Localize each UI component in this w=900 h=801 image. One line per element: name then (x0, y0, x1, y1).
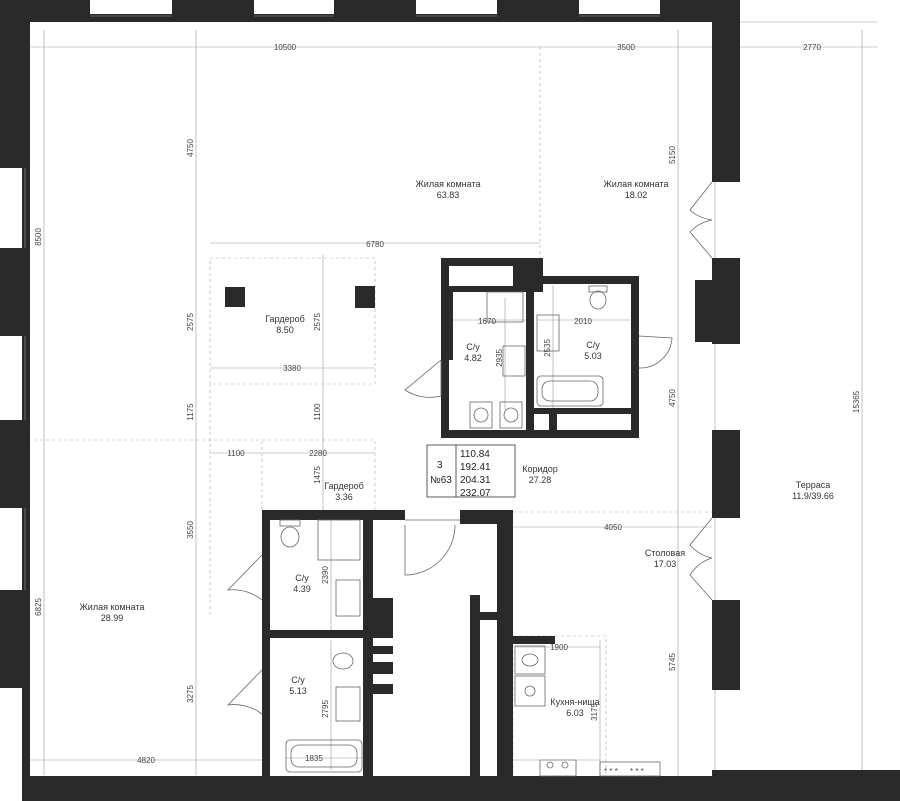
terrace-window-box (695, 280, 740, 342)
dim-v1475: 1475 (313, 466, 322, 484)
dim-left-upper: 8500 (34, 228, 43, 246)
dim-v15365: 15365 (852, 390, 861, 413)
room-bath-left1-area: 4.39 (293, 584, 311, 594)
dim-h1835: 1835 (305, 754, 323, 763)
column-right (355, 286, 375, 308)
room-living-main-name: Жилая комната (415, 179, 480, 189)
dim-v4750-right: 4750 (668, 389, 677, 407)
room-living-right-name: Жилая комната (603, 179, 668, 189)
apartment-info-box: 3 №63 110.84 192.41 204.31 232.07 (426, 444, 516, 499)
dim-h1900: 1900 (550, 643, 568, 652)
room-bath-left2-name: С/у (291, 675, 305, 685)
room-corridor-name: Коридор (522, 464, 558, 474)
room-terrace-name: Терраса (796, 480, 831, 490)
dim-v3275: 3275 (186, 685, 195, 703)
column-left (225, 287, 245, 307)
room-bath-left1-name: С/у (295, 573, 309, 583)
room-wardrobe-mid-name: Гардероб (324, 481, 364, 491)
dimension-text-vertical: 8500 6825 4750 2575 1175 3550 3275 2575 … (34, 139, 861, 721)
dim-left-lower: 6825 (34, 598, 43, 616)
dimension-text-horizontal: 10500 3500 2770 6780 3380 1100 2280 1670… (137, 43, 821, 765)
apartment-number: №63 (430, 475, 452, 486)
dim-v1100: 1100 (313, 403, 322, 421)
room-living-main-area: 63.83 (437, 190, 460, 200)
dim-h1670: 1670 (478, 317, 496, 326)
room-dining-name: Столовая (645, 548, 685, 558)
dim-v3175: 3175 (590, 703, 599, 721)
svg-text:* * *: * * * (604, 767, 618, 776)
dim-h6780: 6780 (366, 240, 384, 249)
room-bath-center1-area: 4.82 (464, 353, 482, 363)
dim-v1175: 1175 (186, 403, 195, 421)
apartment-area-2: 192.41 (460, 462, 491, 473)
dim-v2795: 2795 (321, 700, 330, 718)
dim-h4050: 4050 (604, 523, 622, 532)
dim-v3550: 3550 (186, 521, 195, 539)
central-bathroom-walls (441, 258, 639, 438)
dim-v2935: 2935 (495, 349, 504, 367)
dim-v5150: 5150 (668, 146, 677, 164)
dim-h2010: 2010 (574, 317, 592, 326)
room-labels: Жилая комната 63.83 Жилая комната 18.02 … (79, 179, 833, 718)
room-living-left-area: 28.99 (101, 613, 124, 623)
dim-h3380: 3380 (283, 364, 301, 373)
dim-bottom-left: 4820 (137, 756, 155, 765)
room-wardrobe-top-area: 8.50 (276, 325, 294, 335)
svg-text:* * *: * * * (630, 767, 644, 776)
room-corridor-area: 27.28 (529, 475, 552, 485)
room-wardrobe-top-name: Гардероб (265, 314, 305, 324)
room-bath-center2-name: С/у (586, 340, 600, 350)
apartment-area-4: 232.07 (460, 488, 491, 499)
fixtures: * * * * * * (279, 285, 661, 777)
kitchen-walls (460, 510, 555, 780)
apartment-area-3: 204.31 (460, 475, 491, 486)
dim-h1100: 1100 (227, 449, 245, 458)
dim-v4750-top: 4750 (186, 139, 195, 157)
room-living-left-name: Жилая комната (79, 602, 144, 612)
room-living-right-area: 18.02 (625, 190, 648, 200)
room-kitchen-name: Кухня-ниша (550, 697, 599, 707)
room-bath-center2-area: 5.03 (584, 351, 602, 361)
dim-v2535: 2535 (543, 339, 552, 357)
dim-terrace-top: 2770 (803, 43, 821, 52)
apartment-section: 3 (437, 460, 443, 471)
dim-v2575-b: 2575 (313, 313, 322, 331)
room-kitchen-area: 6.03 (566, 708, 584, 718)
dim-v2575-a: 2575 (186, 313, 195, 331)
room-bath-center1-name: С/у (466, 342, 480, 352)
left-bathroom-walls (262, 510, 405, 778)
room-dining-area: 17.03 (654, 559, 677, 569)
apartment-area-1: 110.84 (460, 449, 490, 460)
dim-top-left: 10500 (274, 43, 297, 52)
room-wardrobe-mid-area: 3.36 (335, 492, 353, 502)
dim-h2280: 2280 (309, 449, 327, 458)
doors (226, 181, 713, 715)
dim-v2390: 2390 (321, 566, 330, 584)
dim-top-mid: 3500 (617, 43, 635, 52)
windows (24, 15, 878, 770)
dim-v5745: 5745 (668, 653, 677, 671)
dimension-lines (30, 30, 878, 785)
room-terrace-area: 11.9/39.66 (792, 491, 834, 501)
room-bath-left2-area: 5.13 (289, 686, 307, 696)
